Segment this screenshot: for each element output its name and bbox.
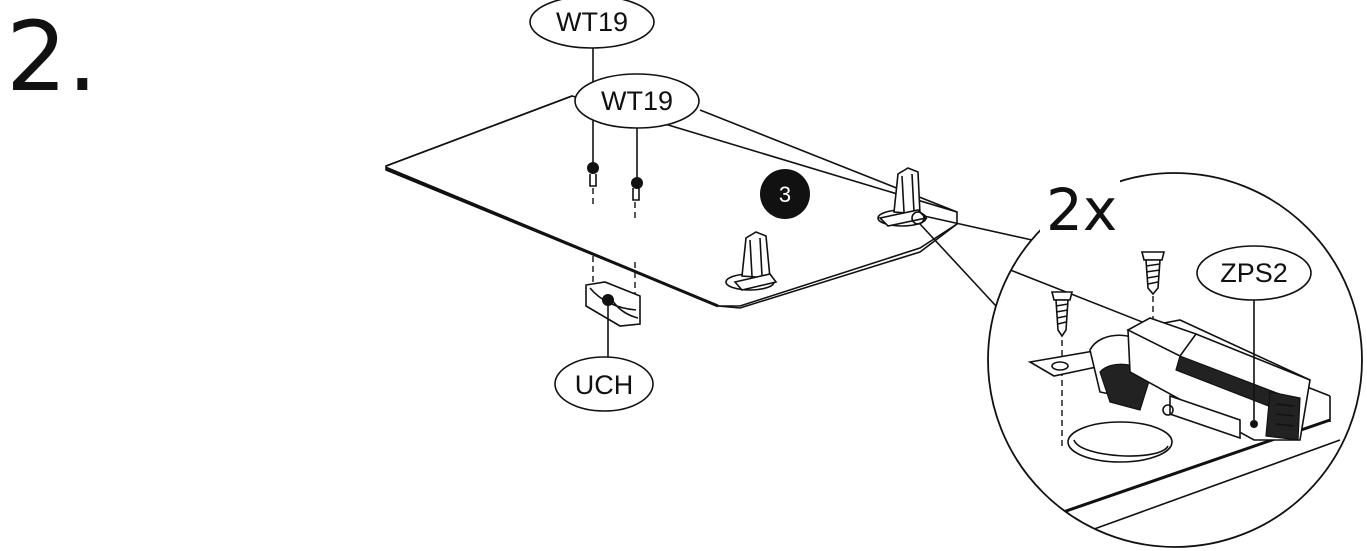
zps2-marker: [1250, 420, 1258, 428]
zps2-label: ZPS2: [1220, 258, 1288, 288]
zps2-callout: ZPS2: [1196, 245, 1312, 428]
board-panel: [385, 95, 958, 309]
screw-left-icon: [1050, 291, 1074, 450]
quantity-backdrop: [1040, 176, 1120, 238]
uch-callout: UCH: [554, 256, 654, 412]
step-badge: 3: [760, 169, 810, 219]
uch-marker: [602, 294, 614, 306]
wt19-callout-mid: WT19: [574, 73, 700, 220]
pin-marker-left: [587, 162, 599, 174]
wt19-label-top: WT19: [556, 7, 628, 37]
hinge-detail: [1027, 317, 1311, 441]
detail-leaders: [919, 215, 1033, 307]
pin-marker-right: [631, 177, 643, 189]
quantity-label: 2x: [1046, 176, 1117, 244]
hinge-right: [877, 167, 928, 227]
hinge-left: [725, 231, 778, 291]
step-badge-label: 3: [779, 182, 791, 207]
uch-label: UCH: [575, 370, 634, 400]
wt19-label-mid: WT19: [601, 86, 673, 116]
screw-right-icon: [1140, 251, 1166, 330]
step-number: 2.: [6, 1, 98, 113]
wt19-callout-top: WT19: [529, 0, 655, 205]
